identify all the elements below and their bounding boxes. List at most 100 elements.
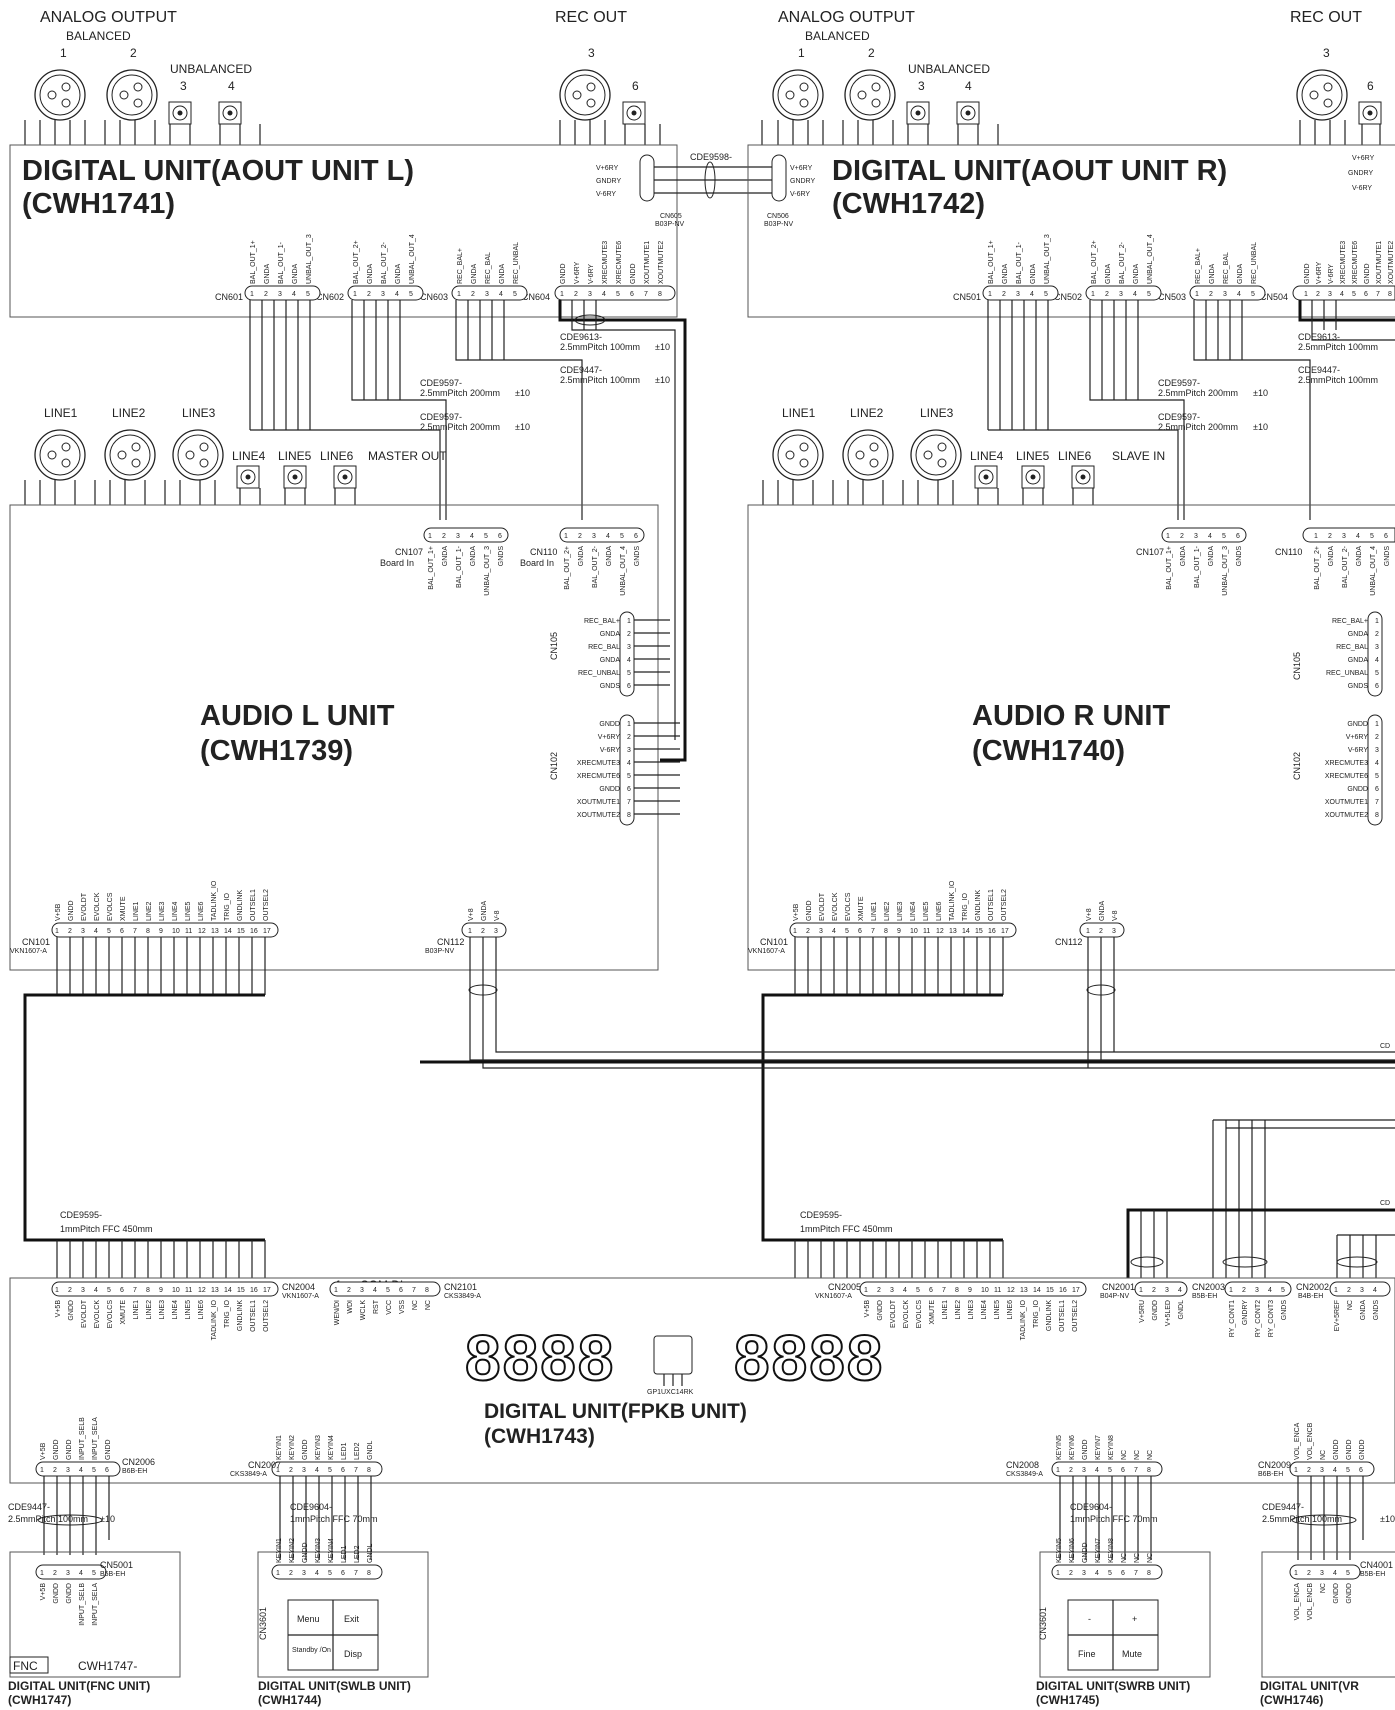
pin-number: 3 [81,1287,85,1294]
connector-label: CN2101 [444,1282,477,1292]
pin-label: V+5B [55,1300,62,1318]
interconnect-cables: CDE9595- 1mmPitch FFC 450mm CDE9595- 1mm… [23,937,1395,1278]
pin-label: XRECMUTE6 [1352,241,1359,284]
pin-label: BAL_OUT_1- [1194,545,1201,588]
pin-number: 8 [146,1287,150,1294]
pin-label: REC_BAL [588,644,620,651]
pin-number: 8 [884,928,888,935]
pin-label: LED2 [354,1545,361,1563]
pin-label: NC [425,1300,432,1310]
connector-label: CN2006 [122,1457,155,1467]
pin-number: 4 [79,1467,83,1474]
pin-label: LINE5 [923,901,930,921]
pin-number: 5 [1222,533,1226,540]
fine-button[interactable]: Fine [1078,1649,1096,1659]
pin-label: LINE4 [172,901,179,921]
pin-number: 17 [263,928,271,935]
pin-number: 7 [354,1467,358,1474]
pin-number: 2 [347,1287,351,1294]
pin-label: VOL_ENCB [1307,1583,1314,1621]
pin-number: 10 [172,1287,180,1294]
pin-number: 5 [916,1287,920,1294]
pin-label: GNDS [1348,683,1369,690]
connector-label: CN601 [215,292,243,302]
pin-number: 8 [658,291,662,298]
pin-label: XRECMUTE6 [1325,773,1368,780]
pin-label: GNDA [1099,900,1106,921]
pin-label: TADLINK_IO [1020,1299,1027,1340]
pin-number: 4 [832,928,836,935]
pin-number: 2 [1375,734,1379,741]
pin-number: 13 [949,928,957,935]
pin-label: REC_BAL+ [584,618,620,625]
standby-button[interactable]: Standby /On [292,1647,331,1654]
pin-number: 15 [237,1287,245,1294]
pin-label: BAL_OUT_2+ [353,240,360,284]
minus-button[interactable]: - [1088,1614,1091,1624]
pin-number: 7 [1375,799,1379,806]
pin-label: V-8 [494,910,501,921]
pin-label: XOUTMUTE1 [644,241,651,284]
pin-label: LINE4 [172,1300,179,1320]
pin-label: V+6RY [596,165,619,172]
pin-label: NC [1147,1450,1154,1460]
pin-number: 6 [1236,533,1240,540]
connector-note: Board In [380,558,414,568]
rca-jack-icon [1358,101,1382,125]
pin-label: TRIG_IO [224,1299,231,1328]
pin-label: INPUT_SELA [92,1417,99,1460]
pin-number: 10 [981,1287,989,1294]
pin-label: KEYIN6 [1069,1435,1076,1460]
pin-label: GNDS [634,546,641,567]
connector-type: VKN1607-A [10,948,47,955]
pin-label: EVOLCS [916,1300,923,1329]
pin-label: LINE1 [871,901,878,921]
pin-label: BAL_OUT_2- [592,545,599,588]
pin-number: 16 [250,1287,258,1294]
connector-type: B03P-NV [764,221,794,228]
swlb-unit-code: (CWH1744) [258,1693,321,1707]
pin-label: GNDA [606,546,613,567]
pin-label: NC [1121,1450,1128,1460]
exit-button[interactable]: Exit [344,1614,360,1624]
mute-button[interactable]: Mute [1122,1649,1142,1659]
pin-number: 6 [1375,786,1379,793]
pin-number: 4 [1178,1287,1182,1294]
pin-number: 6 [399,1287,403,1294]
menu-button[interactable]: Menu [297,1614,320,1624]
input-label: LINE3 [182,406,216,420]
xlr-connector-icon [772,429,824,481]
disp-button[interactable]: Disp [344,1649,362,1659]
pin-label: NC [1134,1553,1141,1563]
xlr-connector-icon [172,429,224,481]
connector-label: CN102 [549,752,559,780]
pin-number: 3 [627,747,631,754]
pin-number: 6 [1375,683,1379,690]
audio-l-unit-box [9,504,659,971]
pin-label: LINE1 [133,1300,140,1320]
pin-label: OUTSEL1 [250,889,257,921]
pin-number: 6 [1121,1467,1125,1474]
connector-label: CN105 [1292,652,1302,680]
pin-label: V-6RY [600,747,620,754]
pin-number: 5 [1108,1467,1112,1474]
pin-number: 4 [1356,533,1360,540]
rca-jack-icon [906,101,930,125]
pin-label: LINE2 [955,1300,962,1320]
pin-label: NC [412,1300,419,1310]
pin-number: 17 [1001,928,1009,935]
plus-button[interactable]: + [1132,1614,1137,1624]
pin-number: 6 [1364,291,1368,298]
pin-label: BAL_OUT_1+ [250,240,257,284]
pin-label: V+8 [468,908,475,921]
pin-label: GNDD [1347,721,1368,728]
pin-label: LINE4 [981,1300,988,1320]
pin-number: 2 [1307,1570,1311,1577]
pin-number: 5 [1375,670,1379,677]
pin-label: GNDD [105,1439,112,1460]
pin-label: GNDA [1208,546,1215,567]
pin-label: GNDD [1346,1583,1353,1604]
pin-number: 15 [975,928,983,935]
pin-number: 2 [481,928,485,935]
pin-label: KEYIN8 [1108,1538,1115,1563]
